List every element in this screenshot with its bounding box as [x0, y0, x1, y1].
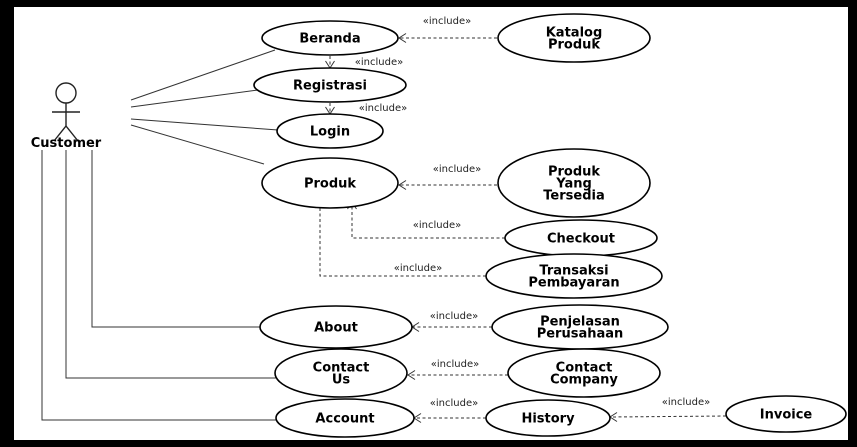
use-case-ellipse: [507, 348, 661, 398]
assoc-registrasi: [130, 89, 259, 108]
use-case-label: Produk: [548, 165, 600, 180]
use-case-checkout[interactable]: Checkout: [504, 219, 658, 257]
use-case-ellipse: [485, 399, 611, 437]
use-case-ellipse: [276, 113, 384, 149]
use-case-ellipse: [274, 348, 408, 398]
use-case-produk[interactable]: Produk: [261, 157, 399, 209]
actor-right-leg: [65, 125, 79, 142]
include-katalog-beranda-arrowhead: [398, 33, 407, 43]
include-katalog-beranda-label: «include»: [423, 16, 471, 27]
use-case-label: Beranda: [299, 32, 360, 47]
use-case-label: Contact: [313, 361, 370, 376]
use-case-history[interactable]: History: [485, 399, 611, 437]
include-checkout-produk-label: «include»: [413, 220, 461, 231]
use-case-label: Penjelasan: [540, 315, 620, 330]
use-case-label: Login: [310, 125, 350, 140]
assoc-beranda: [130, 49, 276, 101]
use-case-label: Company: [550, 373, 618, 388]
use-case-ellipse: [261, 157, 399, 209]
use-case-label: Produk: [304, 177, 356, 192]
include-tersedia-produk-label: «include»: [433, 164, 481, 175]
assoc-produk: [130, 124, 265, 165]
use-case-label: Contact: [556, 361, 613, 376]
use-case-ellipse: [253, 67, 407, 103]
include-transaksi-produk-label: «include»: [394, 263, 442, 274]
use-case-label: Registrasi: [293, 79, 367, 94]
use-case-account[interactable]: Account: [275, 398, 415, 438]
use-case-ellipse: [497, 148, 651, 218]
include-checkout-produk: [351, 203, 505, 239]
include-history-account-label: «include»: [430, 398, 478, 409]
include-transaksi-produk: [319, 202, 486, 277]
use-case-label: About: [314, 321, 358, 336]
use-case-ellipse: [497, 13, 651, 63]
use-case-ellipse: [259, 305, 413, 349]
actor-head: [55, 82, 77, 104]
include-tersedia-produk-arrowhead: [398, 180, 407, 190]
use-case-ellipse: [261, 20, 399, 56]
use-case-registrasi[interactable]: Registrasi: [253, 67, 407, 103]
use-case-label: History: [521, 412, 575, 427]
assoc-login: [130, 118, 279, 131]
include-invoice-history: [610, 415, 727, 418]
assoc-about: [91, 150, 261, 328]
use-case-ellipse: [485, 253, 663, 299]
assoc-account: [41, 150, 277, 421]
diagram-background: [14, 7, 848, 440]
use-case-ellipse: [275, 398, 415, 438]
include-invoice-history-label: «include»: [662, 397, 710, 408]
include-beranda-registrasi-label: «include»: [355, 57, 403, 68]
include-penjelasan-about-label: «include»: [430, 311, 478, 322]
include-company-contact-us-label: «include»: [431, 359, 479, 370]
use-case-label: Perusahaan: [537, 327, 624, 342]
use-case-about[interactable]: About: [259, 305, 413, 349]
include-registrasi-login-label: «include»: [359, 103, 407, 114]
actor-label: Customer: [31, 136, 102, 151]
use-case-label: Us: [332, 373, 351, 388]
use-case-label: Tersedia: [543, 189, 604, 204]
use-case-login[interactable]: Login: [276, 113, 384, 149]
use-case-label: Invoice: [760, 408, 813, 423]
actor-left-leg: [53, 125, 67, 142]
assoc-contact-us: [65, 150, 277, 379]
use-case-label: Account: [315, 412, 374, 427]
include-company-contact-us-arrowhead: [407, 370, 416, 380]
use-case-label: Pembayaran: [528, 276, 619, 291]
actor-customer: Customer: [31, 82, 102, 151]
use-case-label: Yang: [555, 177, 592, 192]
use-case-ellipse: [725, 395, 847, 433]
use-case-label: Checkout: [547, 232, 615, 247]
use-case-beranda[interactable]: Beranda: [261, 20, 399, 56]
use-case-label: Transaksi: [539, 264, 608, 279]
use-case-invoice[interactable]: Invoice: [725, 395, 847, 433]
use-case-label: Katalog: [546, 26, 603, 41]
use-case-label: Produk: [548, 38, 600, 53]
association-lines: [41, 49, 279, 421]
